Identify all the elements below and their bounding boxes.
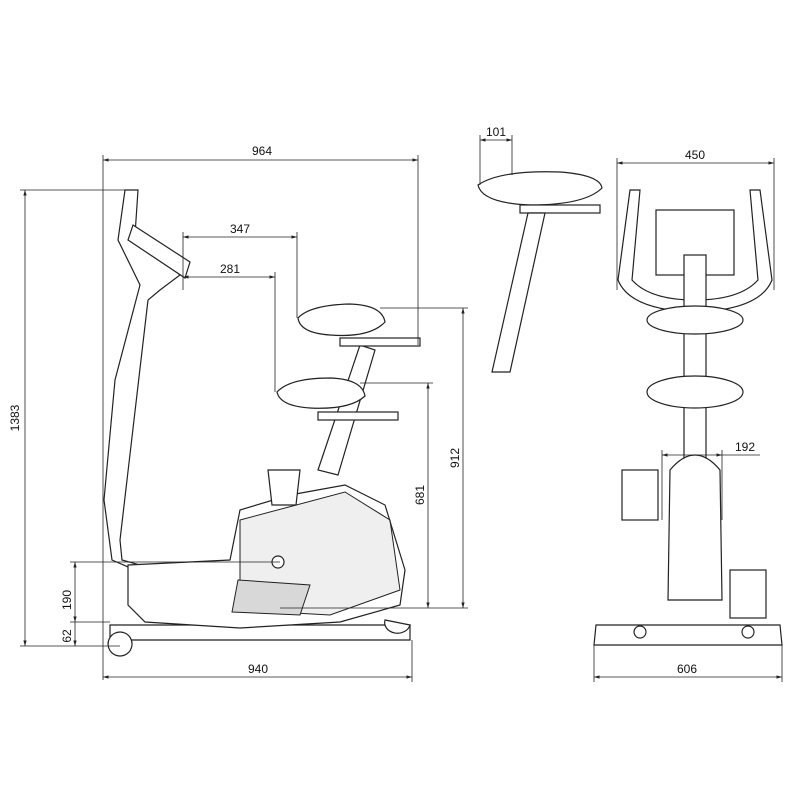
seat-rail-low [317,411,399,421]
seat-post-max [317,344,376,476]
dimension-lines [20,135,783,682]
detail-seat-rail [519,204,601,214]
front-seat-high [646,305,744,335]
base-frame [109,624,411,641]
dim-base-height: 62 [60,629,74,643]
pedal-upper [267,469,301,506]
seat-low [276,377,366,409]
front-wheel [107,631,133,657]
front-view-bike [593,189,783,646]
dim-overall-length: 964 [252,144,272,158]
front-left-pedal [621,469,659,521]
rear-foot [384,619,411,634]
dim-seat-height-max: 912 [448,448,462,468]
dim-pedal-spacing: 192 [735,440,755,454]
detail-seat-post [491,212,546,373]
side-view-bike [103,189,421,657]
front-wheel-right [741,625,755,639]
seat-detail [477,171,603,373]
pedal-lower [231,579,311,616]
dim-handlebar-width: 450 [685,148,705,162]
dim-base-length: 940 [248,662,268,676]
dim-handlebar-seat-min: 281 [220,262,240,276]
seat-high [297,303,386,337]
dim-handlebar-seat-max: 347 [230,222,250,236]
seat-rail-high [339,337,421,347]
detail-seat [477,171,603,206]
dim-overall-height: 1383 [8,404,22,431]
dim-seat-height-min: 681 [413,485,427,505]
front-right-pedal [729,569,767,619]
dim-seat-offset: 101 [486,125,506,139]
dim-pedal-height: 190 [60,590,74,610]
front-handlebars [617,189,773,313]
front-seat-low [646,375,744,409]
dimension-labels: 964 347 281 1383 912 681 190 62 940 101 … [8,125,755,676]
front-wheel-left [633,625,647,639]
front-housing [667,454,723,601]
main-housing [127,484,406,629]
dim-base-width: 606 [677,662,697,676]
